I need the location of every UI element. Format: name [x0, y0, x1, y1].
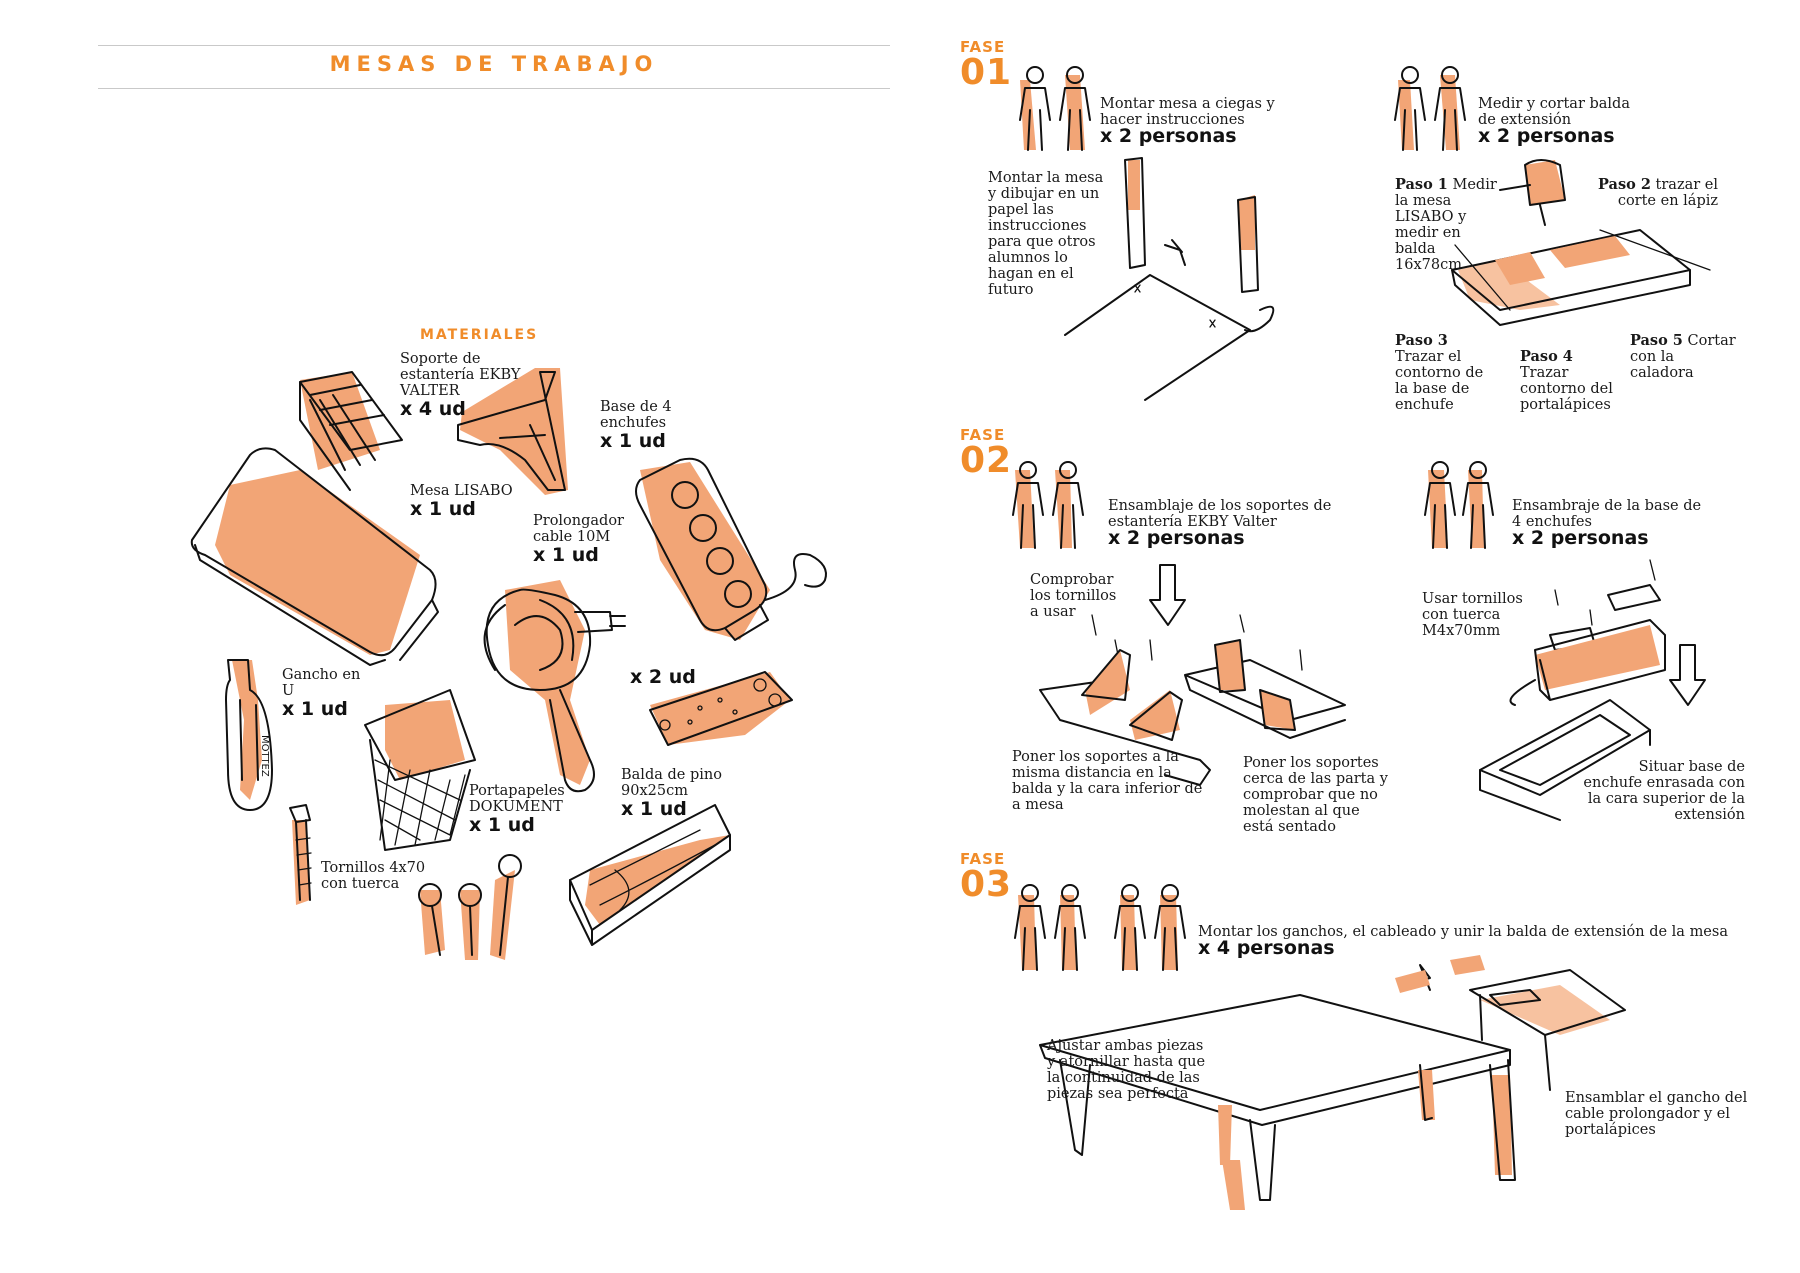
fase-word: FASE	[960, 426, 1006, 444]
u-hook-icon: MOTTEZ	[225, 659, 273, 811]
people-count: x 2 personas	[1108, 527, 1245, 549]
people-icon	[1019, 66, 1091, 151]
fase1-task-a: Montar mesa a ciegas y hacer instruccion…	[1100, 96, 1300, 147]
material-label-basket: Portapapeles DOKUMENT x 1 ud	[469, 783, 599, 835]
people-icon	[1012, 461, 1084, 549]
title-rule-bottom	[98, 88, 890, 89]
fase3-note-hook: Ensamblar el gancho del cable prolongado…	[1565, 1090, 1748, 1138]
fase2-note-flush: Situar base de enchufe enrasada con la c…	[1583, 759, 1745, 823]
step-bold: Paso 3	[1395, 332, 1448, 349]
shelf-bracket-icon	[299, 368, 568, 495]
material-label-power-strip: Base de 4 enchufes x 1 ud	[600, 399, 710, 451]
extension-cable-icon	[483, 580, 626, 793]
fase2-note-check: Comprobar los tornillos a usar	[1030, 572, 1117, 620]
power-strip-icon	[635, 457, 827, 641]
people-icon	[1394, 66, 1466, 151]
material-qty: x 1 ud	[621, 798, 687, 820]
step-5: Paso 5 Cortar con la caladora	[1630, 332, 1740, 382]
step-2: Paso 2 trazar el corte en lápiz	[1598, 176, 1718, 210]
step-bold: Paso 1	[1395, 176, 1448, 193]
material-label-screws: Tornillos 4x70 con tuerca	[321, 860, 441, 892]
material-label-board: Balda de pino 90x25cm x 1 ud	[621, 767, 731, 819]
material-name: Balda de pino 90x25cm	[621, 767, 722, 799]
fase2-note-near: Poner los soportes cerca de las parta y …	[1243, 755, 1388, 835]
power-base-diagram	[1479, 559, 1706, 821]
fase-word: FASE	[960, 38, 1006, 56]
jigsaw-board-diagram	[1451, 159, 1711, 326]
step-bold: Paso 2	[1598, 176, 1651, 193]
people-count: x 2 personas	[1478, 125, 1615, 147]
material-qty: x 1 ud	[282, 698, 348, 720]
fase-03-label: FASE 03	[960, 852, 1012, 903]
fase2-note-place: Poner los soportes a la misma distancia …	[1012, 749, 1203, 813]
material-qty: x 4 ud	[400, 398, 466, 420]
material-qty: x 1 ud	[469, 814, 535, 836]
people-count: x 2 personas	[1512, 527, 1649, 549]
step-text: Trazar el contorno de la base de enchufe	[1395, 349, 1484, 413]
people-count: x 2 personas	[1100, 125, 1237, 147]
hook-inscription: MOTTEZ	[259, 735, 270, 777]
fase-number: 01	[960, 52, 1013, 93]
fase2-task-b: Ensambraje de la base de 4 enchufes x 2 …	[1512, 498, 1712, 549]
task-text: Ensamblaje de los soportes de estantería…	[1108, 498, 1332, 530]
task-text: Montar los ganchos, el cableado y unir l…	[1198, 924, 1728, 940]
people-icon	[1014, 884, 1186, 971]
mounting-plate-icon	[649, 671, 793, 746]
material-name: Tornillos 4x70 con tuerca	[321, 860, 426, 892]
fase2-task-a: Ensamblaje de los soportes de estantería…	[1108, 498, 1338, 549]
page-title: MESAS DE TRABAJO	[329, 52, 659, 76]
fase-number: 03	[960, 864, 1013, 905]
material-name: Mesa LISABO	[410, 483, 513, 499]
bracket-assembly-diagram	[1039, 564, 1346, 786]
table-leg-diagram	[1064, 157, 1275, 401]
table-assembly-diagram	[1039, 955, 1626, 1210]
step-3: Paso 3 Trazar el contorno de la base de …	[1395, 332, 1500, 414]
material-name: Portapapeles DOKUMENT	[469, 783, 565, 815]
fase-01-label: FASE 01	[960, 40, 1012, 91]
task-text: Medir y cortar balda de extensión	[1478, 96, 1630, 128]
table-top-icon	[190, 447, 439, 666]
material-label-bracket: Soporte de estantería EKBY VALTER x 4 ud	[400, 351, 540, 419]
material-qty: x 1 ud	[600, 430, 666, 452]
fase1-task-b: Medir y cortar balda de extensión x 2 pe…	[1478, 96, 1648, 147]
task-text: Montar mesa a ciegas y hacer instruccion…	[1100, 96, 1275, 128]
step-bold: Paso 5	[1630, 332, 1683, 349]
people-count: x 4 personas	[1198, 937, 1335, 959]
material-name: Gancho en U	[282, 667, 361, 699]
material-name: Base de 4 enchufes	[600, 399, 672, 431]
material-label-hook: Gancho en U x 1 ud	[282, 667, 372, 719]
fase-number: 02	[960, 440, 1013, 481]
step-1: Paso 1 Medir la mesa LISABO y medir en b…	[1395, 176, 1505, 274]
task-text: Ensambraje de la base de 4 enchufes	[1512, 498, 1702, 530]
screws-icon	[289, 804, 522, 960]
material-qty: x 1 ud	[410, 498, 476, 520]
title-rule-top	[98, 45, 890, 46]
step-4: Paso 4 Trazar contorno del portalápices	[1520, 348, 1620, 414]
step-text: Medir la mesa LISABO y medir en balda 16…	[1395, 177, 1497, 273]
step-bold: Paso 4	[1520, 348, 1573, 365]
pine-board-icon	[569, 804, 731, 946]
materials-title: MATERIALES	[420, 327, 539, 343]
material-name: Prolongador cable 10M	[533, 513, 624, 545]
material-label-cable: Prolongador cable 10M x 1 ud	[533, 513, 643, 565]
fase3-task: Montar los ganchos, el cableado y unir l…	[1198, 924, 1738, 959]
paper-basket-icon	[364, 689, 476, 851]
fase-word: FASE	[960, 850, 1006, 868]
fase2-note-screws: Usar tornillos con tuerca M4x70mm	[1422, 591, 1523, 639]
step-text: trazar el corte en lápiz	[1617, 177, 1718, 209]
fase3-note-adjust: Ajustar ambas piezas y atornillar hasta …	[1047, 1038, 1206, 1102]
fase1-note-assemble: Montar la mesa y dibujar en un papel las…	[988, 170, 1104, 298]
material-qty-plate: x 2 ud	[630, 666, 696, 688]
step-text: Cortar con la caladora	[1630, 333, 1736, 381]
material-qty: x 1 ud	[533, 544, 599, 566]
material-name: Soporte de estantería EKBY VALTER	[400, 351, 521, 399]
people-icon	[1424, 461, 1494, 549]
material-label-table: Mesa LISABO x 1 ud	[410, 483, 530, 519]
fase-02-label: FASE 02	[960, 428, 1012, 479]
step-text: Trazar contorno del portalápices	[1520, 365, 1613, 413]
